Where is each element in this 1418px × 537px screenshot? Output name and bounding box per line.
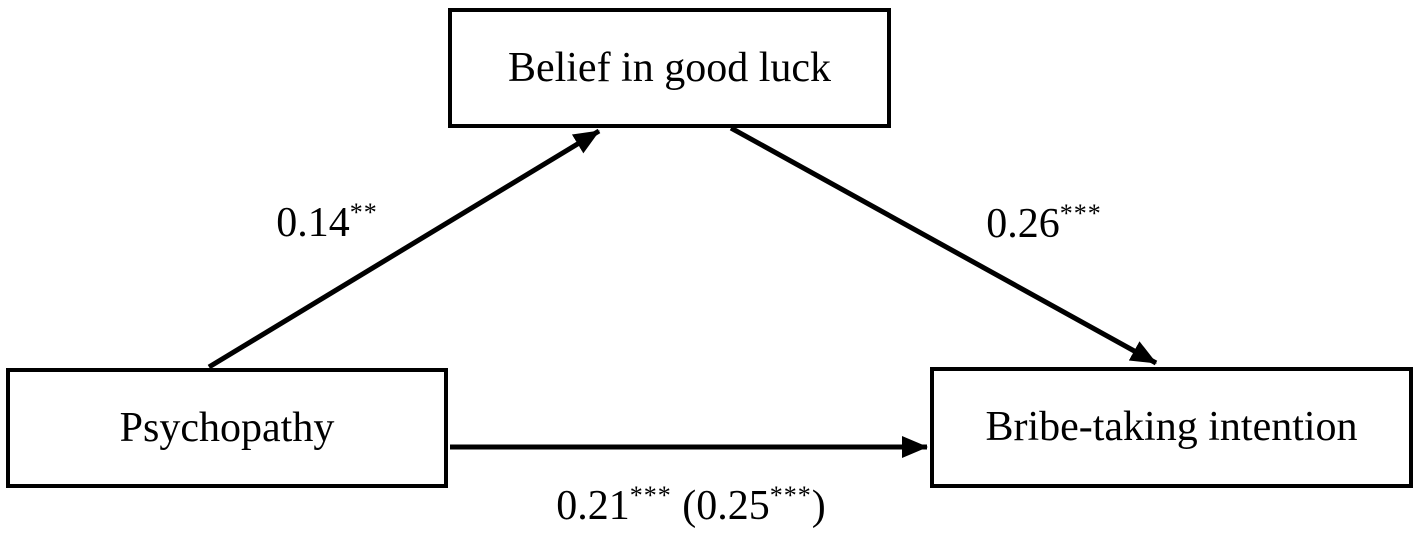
node-bribe-taking-intention: Bribe-taking intention	[930, 367, 1413, 488]
path-c-total-close-paren: )	[811, 483, 826, 529]
path-b-value: 0.26	[986, 201, 1060, 247]
path-c-direct-value: 0.21	[556, 483, 630, 529]
path-a-significance-stars: **	[349, 198, 378, 227]
node-belief-label: Belief in good luck	[507, 44, 832, 91]
path-b-significance-stars: ***	[1059, 199, 1102, 228]
path-a-coefficient: 0.14**	[276, 199, 378, 247]
node-psychopathy: Psychopathy	[6, 368, 448, 488]
path-a-value: 0.14	[276, 200, 350, 246]
node-bribe-label: Bribe-taking intention	[985, 404, 1358, 451]
path-c-total-value: (0.25	[671, 483, 770, 529]
node-psychopathy-label: Psychopathy	[119, 404, 335, 451]
node-belief-in-good-luck: Belief in good luck	[448, 8, 891, 128]
path-b-coefficient: 0.26***	[986, 200, 1102, 248]
path-c-total-significance-stars: ***	[769, 481, 812, 510]
path-c-coefficient: 0.21*** (0.25***)	[556, 482, 826, 530]
path-c-direct-significance-stars: ***	[629, 481, 672, 510]
arrow-psychopathy-to-belief	[207, 128, 601, 370]
